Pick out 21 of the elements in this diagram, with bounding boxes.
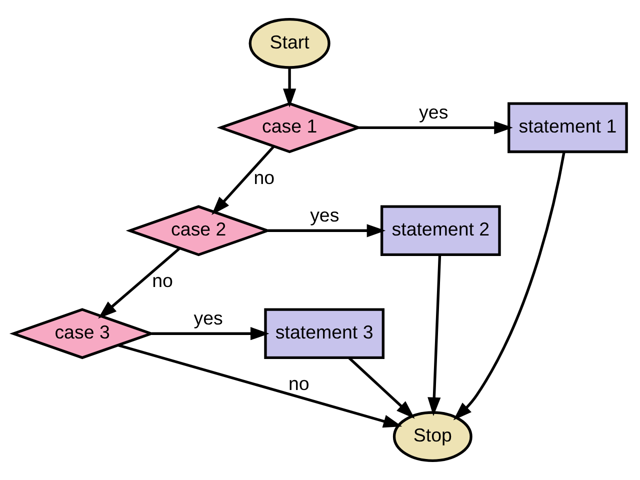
arrow — [453, 152, 566, 420]
edge-label: yes — [310, 204, 340, 226]
arrow — [428, 254, 442, 416]
arrow — [282, 68, 296, 108]
arrow — [268, 224, 386, 238]
node-ellipse: Start — [248, 18, 330, 69]
node-box: statement 3 — [264, 308, 384, 360]
arrow — [118, 344, 402, 428]
arrow — [152, 327, 270, 340]
arrow — [98, 248, 180, 319]
arrow — [348, 356, 415, 419]
edge-label: yes — [194, 308, 223, 329]
arrow — [212, 146, 275, 216]
edge-label: no — [288, 373, 310, 394]
edge-label: no — [254, 167, 275, 188]
node-box: statement 2 — [380, 205, 501, 256]
node-ellipse: Stop — [392, 411, 472, 462]
arrow — [358, 121, 513, 134]
node-box: statement 1 — [508, 102, 628, 154]
edge-label: no — [152, 270, 173, 292]
edge-label: yes — [419, 102, 448, 123]
